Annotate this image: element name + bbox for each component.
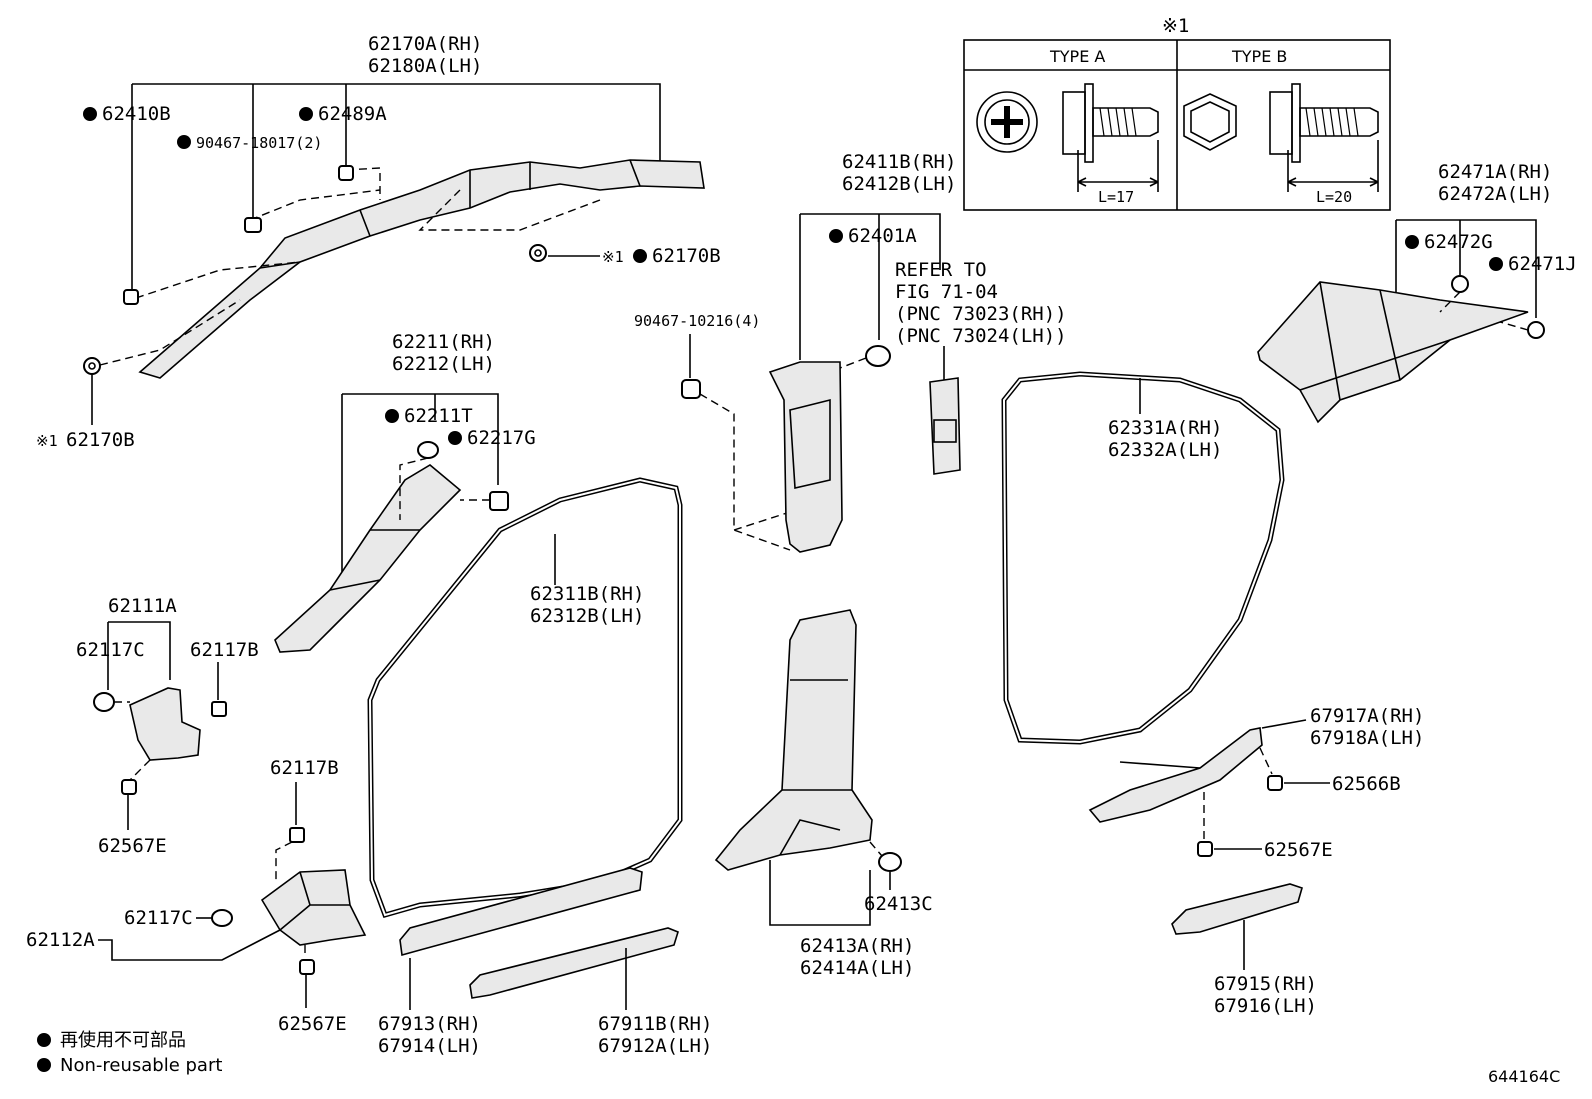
legend: 再使用不可部品 Non-reusable part — [37, 1030, 222, 1076]
refer-line-1: REFER TO — [895, 259, 987, 281]
refer-line-2: FIG 71-04 — [895, 281, 998, 303]
label-62471J: 62471J — [1508, 253, 1577, 275]
label-62414A-lh: 62414A(LH) — [800, 957, 914, 979]
cowl-side-lower-group: 62117B 62112A 62117C 62567E — [26, 757, 367, 1035]
label-62117B-bottom: 62117B — [270, 757, 339, 779]
label-mark-1-left: ※1 — [36, 432, 58, 450]
clip-62211T-icon — [417, 441, 439, 459]
cowl-side-upper-group: 62111A 62117C 62117B 62567E — [76, 595, 259, 857]
label-67915-rh: 67915(RH) — [1214, 973, 1317, 995]
type-b-length: L=20 — [1316, 188, 1352, 206]
label-62211-rh: 62211(RH) — [392, 331, 495, 353]
label-67911B-rh: 67911B(RH) — [598, 1013, 712, 1035]
legend-japanese: 再使用不可部品 — [60, 1030, 186, 1051]
clip-62117C-top-icon — [93, 692, 115, 712]
label-67918A-lh: 67918A(LH) — [1310, 727, 1424, 749]
label-62332A-lh: 62332A(LH) — [1108, 439, 1222, 461]
clip-62472G-icon — [1451, 275, 1469, 293]
refer-line-3: (PNC 73023(RH)) — [895, 303, 1067, 325]
label-62180A-lh: 62180A(LH) — [368, 55, 482, 77]
front-door-weatherstrip-group: 62311B(RH) 62312B(LH) — [367, 477, 683, 919]
label-62489A: 62489A — [318, 103, 387, 125]
label-62410B: 62410B — [102, 103, 171, 125]
label-62413C: 62413C — [864, 893, 933, 915]
rear-scuff-group: 67917A(RH) 67918A(LH) 62566B 62567E 6791… — [1088, 705, 1424, 1017]
type-b-bolt-side-icon: L=20 — [1269, 83, 1379, 206]
clip-62401A-icon — [865, 345, 891, 367]
label-62331A-rh: 62331A(RH) — [1108, 417, 1222, 439]
label-62411B-rh: 62411B(RH) — [842, 151, 956, 173]
clip-62567E-bottom-icon — [299, 959, 315, 975]
rear-door-weatherstrip-group: 62331A(RH) 62332A(LH) — [1001, 371, 1285, 745]
label-62170B-left: 62170B — [66, 429, 135, 451]
clip-62117C-bottom-icon — [211, 909, 233, 927]
label-62311B-rh: 62311B(RH) — [530, 583, 644, 605]
clip-62117B-bottom-icon — [289, 827, 305, 843]
bolt-90467-18017-icon — [244, 217, 262, 233]
seatbelt-anchor-icon — [929, 377, 961, 475]
label-62111A: 62111A — [108, 595, 177, 617]
clip-62117B-top-icon — [211, 701, 227, 717]
label-62401A: 62401A — [848, 225, 917, 247]
center-pillar-upper-group: 90467-10216(4) 62411B(RH) 62412B(LH) 624… — [634, 151, 1067, 553]
type-a-bolt-head-icon — [976, 91, 1038, 153]
label-90467-18017: 90467-18017(2) — [196, 134, 322, 152]
front-scuff-plate-group: 67913(RH) 67914(LH) 67911B(RH) 67912A(LH… — [378, 867, 712, 1057]
roof-side-rail-group: 62170A(RH) 62180A(LH) 62410B 62489A 9046… — [36, 33, 721, 451]
type-b-label: TYPE B — [1231, 47, 1287, 66]
clip-62567E-left-icon — [121, 779, 137, 795]
label-62312B-lh: 62312B(LH) — [530, 605, 644, 627]
center-pillar-lower-group: 62413C 62413A(RH) 62414A(LH) — [714, 609, 933, 979]
label-62117C-bottom: 62117C — [124, 907, 193, 929]
label-67914-lh: 67914(LH) — [378, 1035, 481, 1057]
clip-62489A-icon — [338, 165, 354, 181]
clip-62566B-icon — [1267, 775, 1283, 791]
bolt-62170B-left-icon — [83, 357, 101, 375]
clip-62413C-icon — [878, 852, 902, 872]
bolt-table-mark: ※1 — [1162, 15, 1189, 37]
refer-line-4: (PNC 73024(LH)) — [895, 325, 1067, 347]
label-62112A: 62112A — [26, 929, 95, 951]
quarter-garnish-group: 62471A(RH) 62472A(LH) 62472G 62471J — [1257, 161, 1577, 424]
label-62567E-right: 62567E — [1264, 839, 1333, 861]
label-62471A-rh: 62471A(RH) — [1438, 161, 1552, 183]
label-62567E-left: 62567E — [98, 835, 167, 857]
label-62170A-rh: 62170A(RH) — [368, 33, 482, 55]
label-62211T: 62211T — [404, 405, 473, 427]
label-67917A-rh: 67917A(RH) — [1310, 705, 1424, 727]
type-b-bolt-head-icon — [1183, 93, 1237, 151]
clip-62217G-icon — [489, 491, 509, 511]
refer-note: REFER TO FIG 71-04 (PNC 73023(RH)) (PNC … — [895, 259, 1067, 347]
legend-english: Non-reusable part — [60, 1055, 222, 1076]
clip-62471J-icon — [1527, 321, 1545, 339]
label-62472A-lh: 62472A(LH) — [1438, 183, 1552, 205]
label-62413A-rh: 62413A(RH) — [800, 935, 914, 957]
label-67916-lh: 67916(LH) — [1214, 995, 1317, 1017]
label-90467-10216: 90467-10216(4) — [634, 312, 760, 330]
label-62170B-right: 62170B — [652, 245, 721, 267]
type-a-bolt-side-icon: L=17 — [1062, 83, 1159, 206]
label-62212-lh: 62212(LH) — [392, 353, 495, 375]
label-62472G: 62472G — [1424, 231, 1493, 253]
label-mark-1-right: ※1 — [602, 248, 624, 266]
label-62566B: 62566B — [1332, 773, 1401, 795]
label-62217G: 62217G — [467, 427, 536, 449]
label-67913-rh: 67913(RH) — [378, 1013, 481, 1035]
clip-62567E-right-icon — [1197, 841, 1213, 857]
label-62567E-bottom: 62567E — [278, 1013, 347, 1035]
type-a-length: L=17 — [1098, 188, 1134, 206]
bolt-90467-10216-icon — [681, 379, 701, 399]
front-pillar-garnish-group: 62211(RH) 62212(LH) 62211T 62217G — [274, 331, 536, 653]
type-a-label: TYPE A — [1049, 47, 1105, 66]
label-62412B-lh: 62412B(LH) — [842, 173, 956, 195]
label-62117C-top: 62117C — [76, 639, 145, 661]
clip-62410B-icon — [123, 289, 139, 305]
label-67912A-lh: 67912A(LH) — [598, 1035, 712, 1057]
catalog-number: 644164C — [1488, 1067, 1560, 1086]
bolt-62170B-right-icon — [529, 244, 547, 262]
label-62117B-top: 62117B — [190, 639, 259, 661]
bolt-type-table: ※1 TYPE A TYPE B L=17 — [963, 15, 1391, 211]
